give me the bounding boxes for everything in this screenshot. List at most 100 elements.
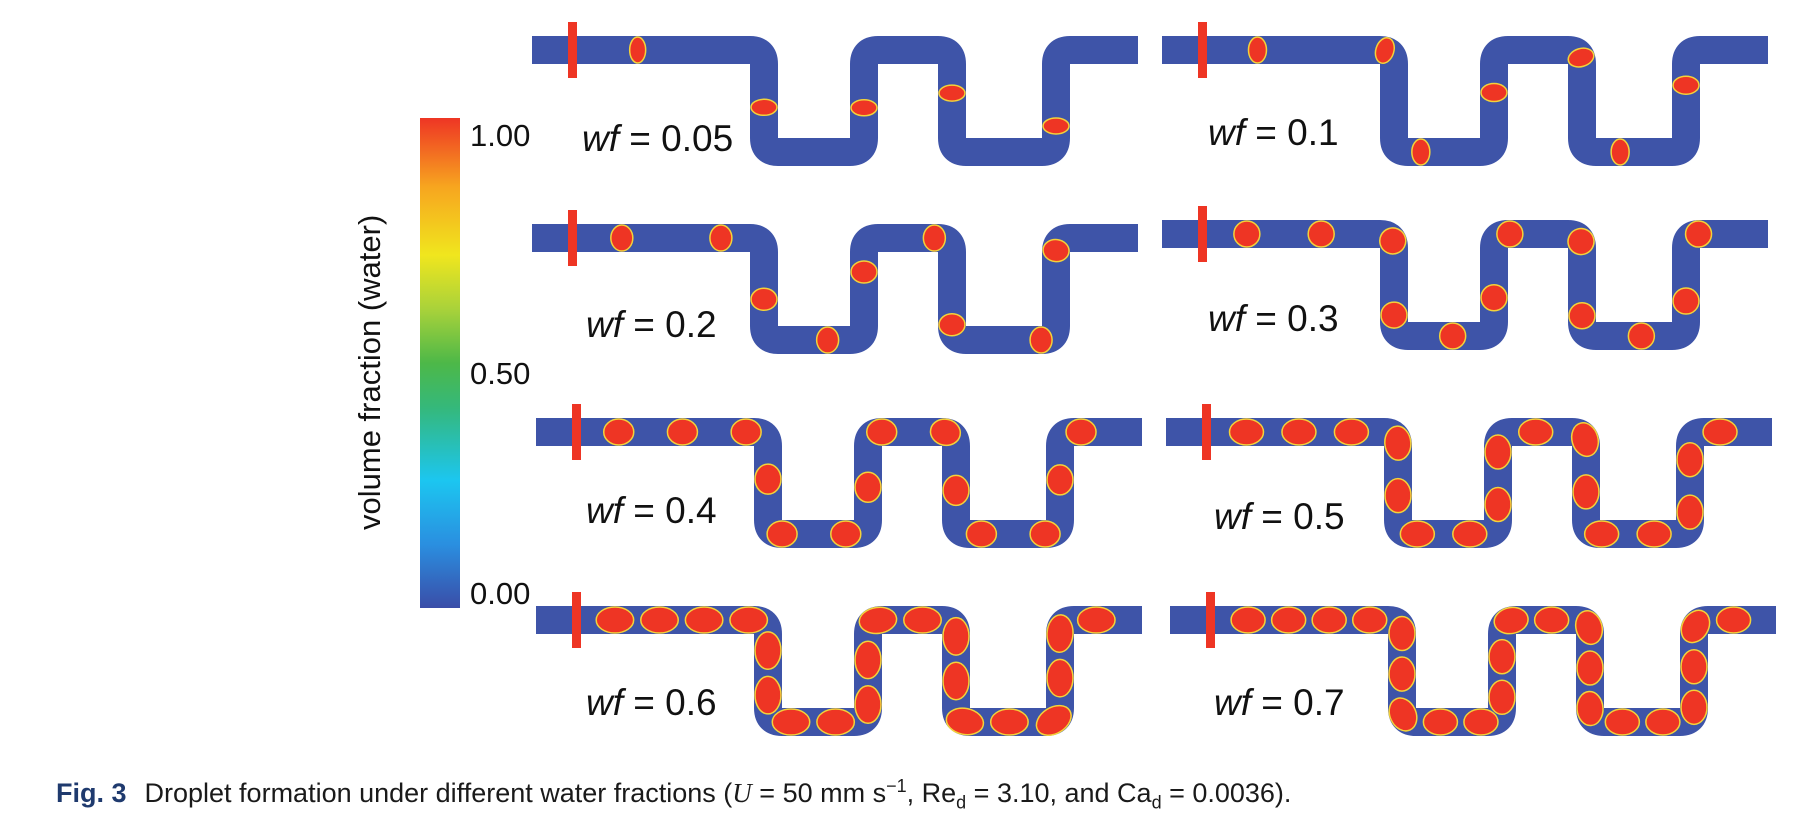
figure-number: Fig. 3 [56,778,127,808]
droplet [942,661,970,701]
water-inlet [572,592,581,648]
droplet [1228,418,1265,446]
droplet [1422,708,1459,736]
droplet [1281,418,1317,446]
droplet [1610,138,1630,166]
droplet [1247,36,1268,64]
droplet [929,418,962,447]
droplet [1576,690,1604,727]
channel-panel [1162,206,1768,350]
droplet [1680,609,1711,644]
droplet [1517,418,1554,446]
droplet [1065,418,1097,446]
droplet [1676,441,1704,478]
water-inlet [568,210,577,266]
panel-label: wf = 0.05 [582,118,734,159]
droplet [1463,708,1499,736]
panel-label: wf = 0.7 [1214,682,1345,723]
droplet [1388,697,1418,732]
droplet [1374,37,1396,64]
droplet [1042,238,1070,263]
channel-panel [1170,592,1776,736]
colorbar-tick-min: 0.00 [470,576,531,611]
droplet [1046,464,1074,496]
droplet [1384,425,1412,461]
droplet [595,606,635,634]
droplet [729,606,769,634]
channel-panels [532,22,1776,737]
channel-panel [1166,404,1772,548]
droplet [1676,494,1704,530]
droplet [1399,520,1436,548]
droplet [854,640,882,680]
droplet [854,471,882,503]
droplet [1488,679,1516,716]
droplet [1351,606,1388,634]
colorbar-title: volume fraction (water) [352,214,387,530]
droplet [1042,117,1070,135]
droplet [1493,606,1529,635]
droplet [1715,606,1752,634]
droplet [640,606,679,634]
droplet [903,606,942,634]
droplet [1574,610,1604,646]
droplet [1480,283,1508,312]
droplet [1680,649,1708,685]
droplet [1035,704,1072,737]
channel-panel [532,210,1138,354]
droplet [1645,708,1681,736]
droplet [1568,302,1596,330]
droplet [1333,418,1370,446]
droplet [1452,520,1488,548]
colorbar-tick-max: 1.00 [470,118,531,153]
droplet [1046,658,1074,698]
droplet [684,606,724,634]
droplet [1076,606,1116,634]
droplet [1680,689,1708,726]
water-inlet [572,404,581,460]
droplet [1583,520,1620,548]
figure: volume fraction (water) 1.00 0.50 0.00 w… [352,22,1776,737]
droplet [1230,606,1266,634]
droplet [989,708,1029,736]
droplet [750,287,778,312]
droplet [938,84,966,102]
droplet [610,224,634,252]
water-inlet [1202,404,1211,460]
droplet [1488,638,1516,675]
droplet [1307,220,1335,248]
panel-label: wf = 0.2 [586,304,717,345]
droplet [628,36,647,64]
droplet [1411,138,1431,166]
droplet [858,606,898,635]
droplet [1046,614,1074,653]
droplet [1484,434,1512,470]
droplet [1384,477,1412,514]
droplet [1496,220,1524,248]
droplet [1570,422,1600,458]
droplet [666,418,699,446]
droplet [1576,650,1604,686]
water-inlet [568,22,577,78]
channel-panel [532,22,1138,166]
droplet [942,616,970,656]
droplet [850,99,878,117]
droplet [1702,418,1738,446]
droplet [730,418,762,446]
channel-panel [536,592,1142,737]
droplet [750,98,778,117]
droplet [815,326,840,354]
channel-panel [536,404,1142,548]
droplet [1380,301,1408,329]
panel-label: wf = 0.3 [1208,298,1339,339]
droplet [865,418,898,446]
droplet [1627,322,1656,350]
droplet [1672,287,1700,315]
droplet [938,312,966,337]
droplet [854,685,882,725]
droplet [945,707,985,736]
droplet [754,463,782,495]
droplet [1567,47,1595,68]
droplet [1379,227,1407,255]
